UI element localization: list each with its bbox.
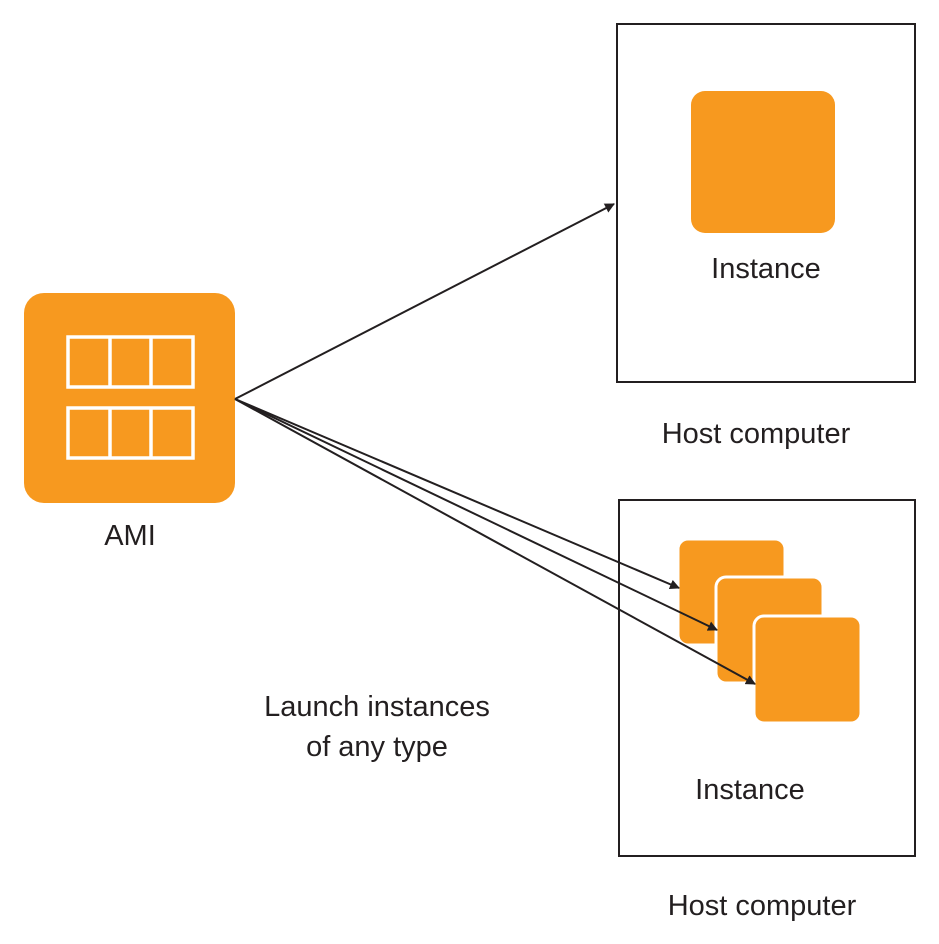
instance-label-top: Instance xyxy=(711,253,821,285)
launch-instances-text-line1: Launch instances xyxy=(264,691,490,723)
instance-icon-top xyxy=(691,91,835,233)
ami-icon xyxy=(24,293,235,503)
arrow-to-instance-middle xyxy=(234,398,718,631)
launch-instances-text-line2: of any type xyxy=(306,731,448,763)
arrow-to-top-instance xyxy=(234,203,615,400)
ami-label: AMI xyxy=(104,520,156,552)
instance-label-bottom: Instance xyxy=(695,774,805,806)
host-computer-label-bottom: Host computer xyxy=(668,890,857,922)
instance-icon-stack-front xyxy=(752,614,863,725)
host-computer-label-top: Host computer xyxy=(662,418,851,450)
arrow-to-instance-front xyxy=(234,398,756,685)
arrow-to-instance-back xyxy=(234,398,680,590)
